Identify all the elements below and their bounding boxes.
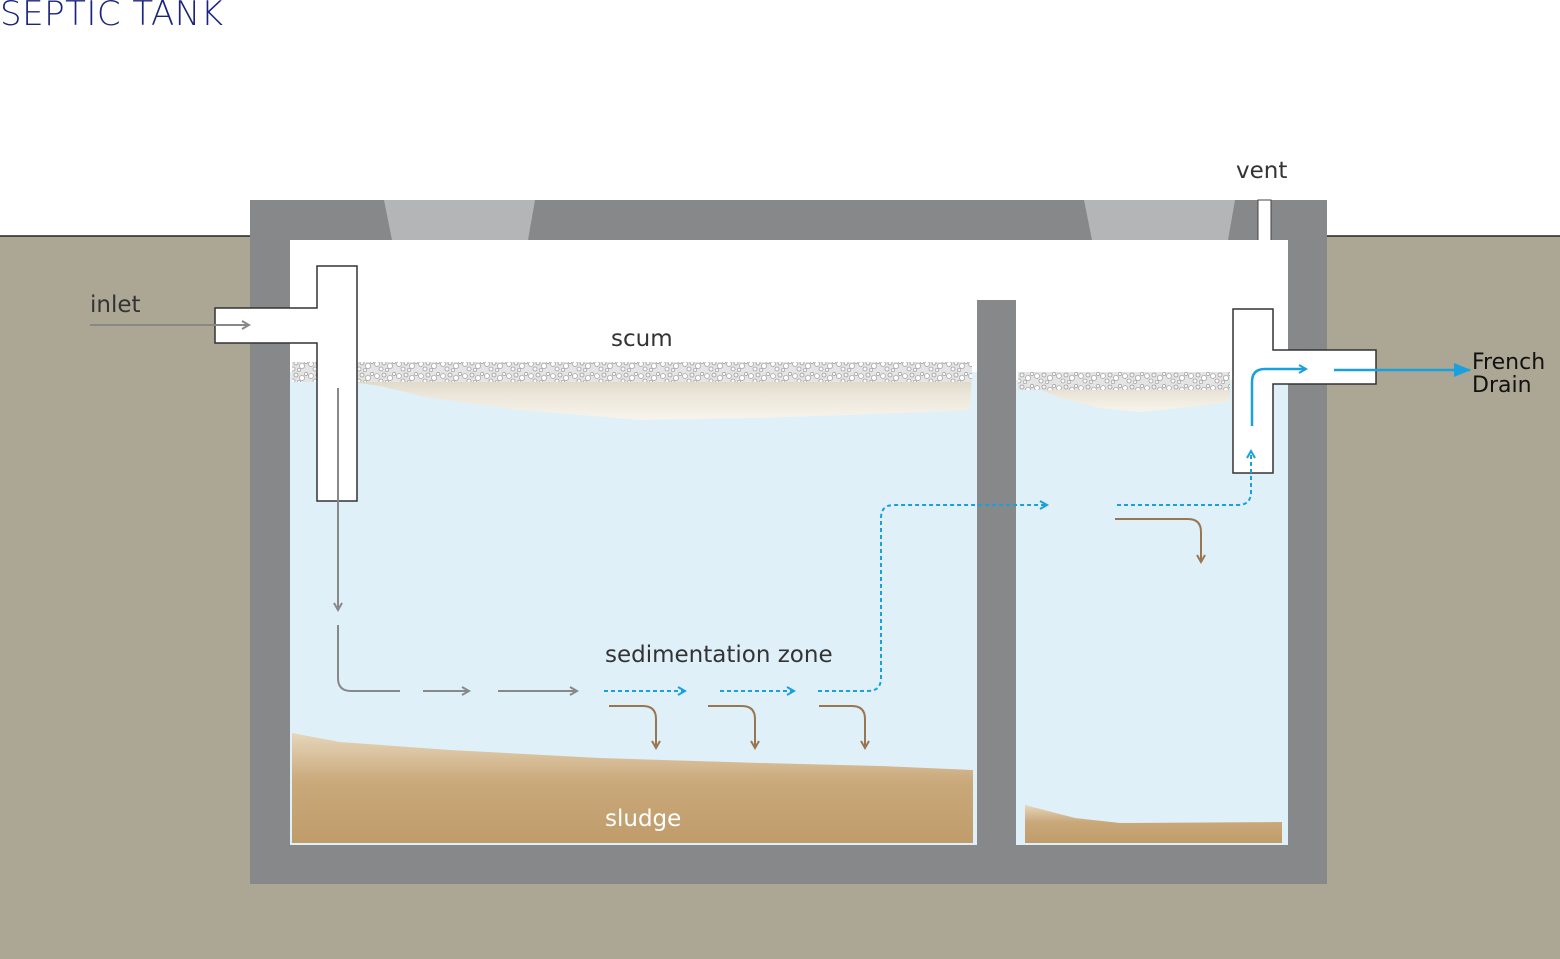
settle-arrow-1: [609, 705, 656, 748]
diagram-title: SEPTIC TANK: [0, 0, 224, 34]
french-drain-label-line-2: Drain: [1472, 373, 1532, 398]
baffle-wall-lower: [977, 533, 1016, 845]
scum-label: scum: [611, 326, 673, 352]
french-drain-label-line-1: French: [1472, 350, 1546, 375]
vent-label: vent: [1236, 158, 1288, 184]
brown-settling-arrows: [609, 518, 1201, 748]
gray-flow-arrows: [90, 325, 577, 691]
settle-arrow-4: [1115, 518, 1201, 562]
scum-pebbles-2: [1018, 372, 1230, 390]
blue-flow-arrows: [604, 451, 1251, 691]
sludge-layer-1: [292, 733, 973, 843]
air-gap: [977, 240, 1016, 300]
manhole-right: [1084, 200, 1235, 240]
turn-flow-line: [337, 625, 400, 692]
vent-pipe: [1257, 199, 1272, 243]
blue-flow-outlet: [1117, 451, 1251, 506]
settle-arrow-3: [819, 705, 865, 748]
baffle-wall-upper: [977, 300, 1016, 478]
blue-outflow: [1250, 363, 1471, 426]
sludge-label: sludge: [605, 806, 682, 832]
scum-pebbles-1: [292, 362, 972, 382]
blue-flow-riser: [818, 505, 1047, 692]
sludge-layer-2: [1025, 805, 1282, 843]
outlet-turn-arrow: [1250, 369, 1306, 426]
scum-layer-1: [292, 372, 972, 420]
manhole-left: [384, 200, 535, 240]
outlet-tee-pipe: [1232, 308, 1377, 474]
inlet-label: inlet: [90, 292, 141, 318]
sedimentation-zone-label: sedimentation zone: [605, 642, 833, 668]
settle-arrow-2: [708, 705, 755, 748]
